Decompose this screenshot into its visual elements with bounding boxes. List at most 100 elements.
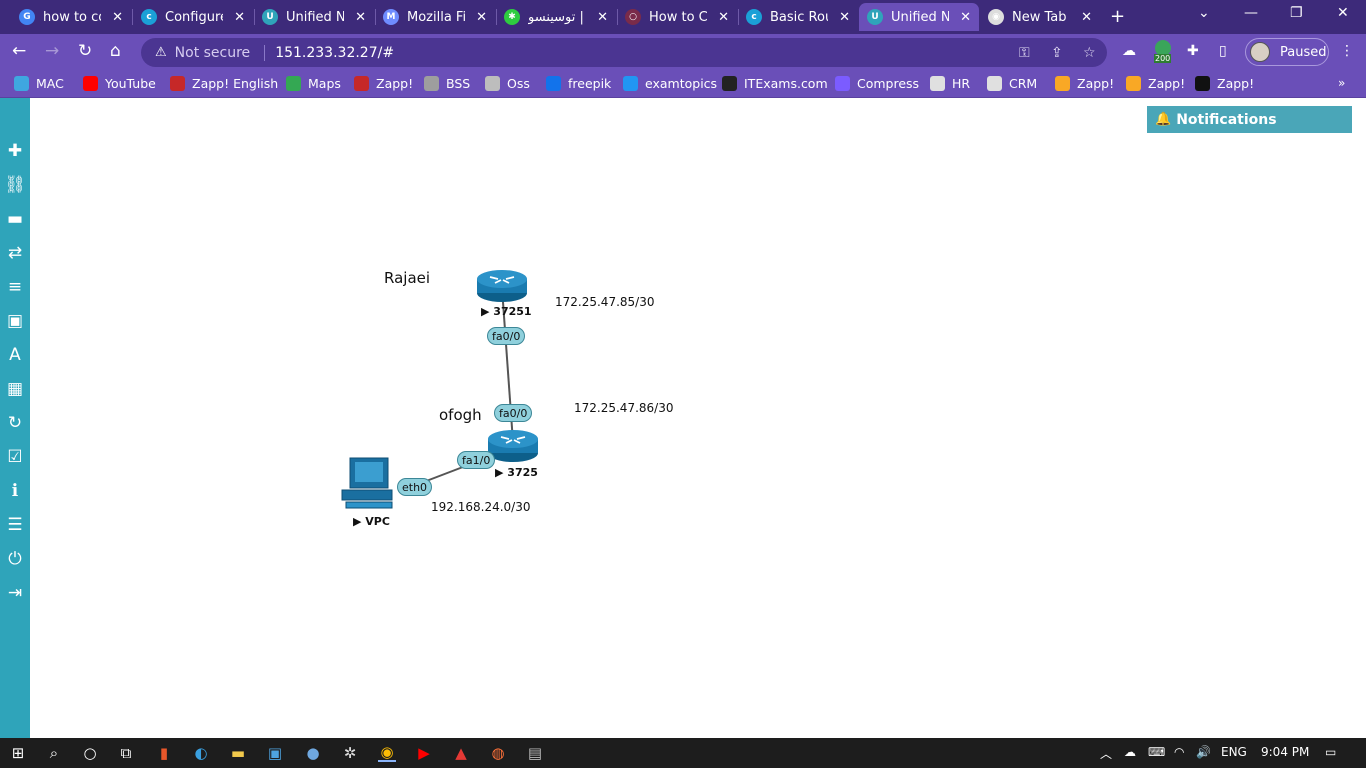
task-view-icon[interactable]: ⧉	[120, 744, 132, 762]
bookmarks-overflow-icon[interactable]: »	[1338, 76, 1346, 90]
star-icon[interactable]: ☆	[1083, 44, 1096, 61]
check-icon[interactable]: ☑	[7, 447, 23, 467]
power-icon[interactable]: ⏻	[8, 549, 22, 569]
edge-icon[interactable]: ◐	[194, 744, 208, 762]
notifications-panel[interactable]: 🔔 Notifications	[1147, 106, 1352, 133]
home-icon[interactable]: ⌂	[110, 41, 121, 61]
tab-9[interactable]: ◉New Tab✕	[980, 3, 1100, 31]
tab-close-icon[interactable]: ✕	[112, 9, 123, 25]
bookmark-15[interactable]: Zapp!	[1126, 76, 1185, 91]
bookmark-6[interactable]: BSS	[424, 76, 470, 91]
interface-r2-fa1-0[interactable]: fa1/0	[457, 451, 496, 469]
terminal-icon[interactable]: ▤	[527, 744, 543, 762]
link-icon[interactable]: ⛓	[4, 175, 26, 195]
log-icon[interactable]: ☰	[7, 515, 23, 535]
bookmark-10[interactable]: ITExams.com	[722, 76, 828, 91]
bookmark-2[interactable]: YouTube	[83, 76, 156, 91]
interface-vpc-eth0[interactable]: eth0	[397, 478, 433, 496]
bookmark-5[interactable]: Zapp!	[354, 76, 413, 91]
settings-app-icon[interactable]: ✲	[343, 744, 357, 762]
router-37251-name[interactable]: ▶ 37251	[481, 305, 532, 318]
tab-close-icon[interactable]: ✕	[355, 9, 366, 25]
remote-desktop-icon[interactable]: ▣	[267, 744, 283, 762]
bookmark-4[interactable]: Maps	[286, 76, 341, 91]
label-rajaei[interactable]: Rajaei	[384, 269, 431, 287]
restore-icon[interactable]: ❐	[1290, 5, 1303, 21]
label-net-172-25-47-85[interactable]: 172.25.47.85/30	[555, 295, 655, 309]
picture-icon[interactable]: ▣	[6, 311, 24, 331]
firefox-icon[interactable]: ◍	[491, 744, 505, 762]
tab-5[interactable]: ✱توسینسو |✕	[496, 3, 616, 31]
tab-close-icon[interactable]: ✕	[234, 9, 245, 25]
logout-icon[interactable]: ⇥	[7, 583, 23, 603]
menu-icon[interactable]: ⋮	[1340, 43, 1354, 59]
profile-button[interactable]: Paused	[1245, 38, 1329, 66]
list-icon[interactable]: ≡	[7, 277, 23, 297]
bookmark-11[interactable]: Compress	[835, 76, 919, 91]
app-icon[interactable]: ●	[306, 744, 320, 762]
input-method-icon[interactable]: ⌨	[1148, 745, 1166, 759]
url-text[interactable]: 151.233.32.27/#	[275, 44, 395, 61]
clock[interactable]: 9:04 PM	[1261, 745, 1310, 759]
onedrive-icon[interactable]: ☁	[1124, 745, 1136, 759]
label-ofogh[interactable]: ofogh	[439, 406, 482, 424]
forward-icon[interactable]: →	[45, 41, 60, 61]
tab-close-icon[interactable]: ✕	[476, 9, 487, 25]
side-panel-icon[interactable]: ▯	[1219, 43, 1227, 59]
info-icon[interactable]: ℹ	[11, 481, 19, 501]
new-tab-button[interactable]: +	[1110, 6, 1126, 27]
bookmark-9[interactable]: examtopics	[623, 76, 717, 91]
address-bar[interactable]: ⚠ Not secure 151.233.32.27/# ⚿ ⇪ ☆	[141, 38, 1107, 67]
tab-close-icon[interactable]: ✕	[1081, 9, 1092, 25]
reload-icon[interactable]: ↻	[78, 41, 93, 61]
network-icon[interactable]: ⇄	[7, 243, 23, 263]
minimize-icon[interactable]: —	[1244, 5, 1258, 21]
router-37251-icon[interactable]	[475, 268, 529, 304]
topology-canvas[interactable]: Rajaei ofogh 172.25.47.85/30 172.25.47.8…	[30, 98, 1366, 738]
extension-badge-icon[interactable]: 200	[1154, 40, 1172, 63]
back-icon[interactable]: ←	[12, 41, 27, 61]
youtube-taskbar-icon[interactable]: ▶	[418, 744, 430, 762]
bookmark-12[interactable]: HR	[930, 76, 970, 91]
search-icon[interactable]: ⌕	[49, 744, 59, 762]
tab-close-icon[interactable]: ✕	[839, 9, 850, 25]
close-window-icon[interactable]: ✕	[1337, 5, 1349, 21]
volume-icon[interactable]: 🔊	[1196, 745, 1211, 759]
tab-close-icon[interactable]: ✕	[960, 9, 971, 25]
vpc-computer-icon[interactable]	[340, 456, 396, 512]
node-icon[interactable]: ▬	[6, 209, 24, 229]
text-icon[interactable]: A	[9, 345, 21, 365]
key-icon[interactable]: ⚿	[1019, 44, 1030, 61]
acrobat-icon[interactable]: ▲	[455, 744, 467, 762]
bookmark-13[interactable]: CRM	[987, 76, 1037, 91]
share-icon[interactable]: ⇪	[1051, 44, 1063, 61]
file-explorer-icon[interactable]: ▬	[230, 744, 246, 762]
refresh-icon[interactable]: ↻	[7, 413, 23, 433]
bookmark-16[interactable]: Zapp!	[1195, 76, 1254, 91]
tab-search-icon[interactable]: ⌄	[1198, 5, 1210, 21]
chrome-taskbar-icon[interactable]: ◉	[378, 743, 396, 762]
language-indicator[interactable]: ENG	[1221, 745, 1247, 759]
action-center-icon[interactable]: ▭	[1325, 745, 1337, 759]
vpc-name[interactable]: ▶ VPC	[353, 515, 390, 528]
windows-start-icon[interactable]: ⊞	[11, 744, 25, 762]
interface-r2-fa0-0[interactable]: fa0/0	[494, 404, 533, 422]
interface-r1-fa0-0[interactable]: fa0/0	[487, 327, 526, 345]
tab-close-icon[interactable]: ✕	[718, 9, 729, 25]
grid-icon[interactable]: ▦	[6, 379, 24, 399]
router-3725-icon[interactable]	[486, 428, 540, 464]
bookmark-7[interactable]: Oss	[485, 76, 530, 91]
add-object-icon[interactable]: ✚	[7, 141, 23, 161]
extensions-puzzle-icon[interactable]: ✚	[1187, 43, 1199, 59]
label-net-192-168-24-0[interactable]: 192.168.24.0/30	[431, 500, 531, 514]
tab-6[interactable]: ○How to Co✕	[617, 3, 737, 31]
tab-close-icon[interactable]: ✕	[597, 9, 608, 25]
extension-cloud-icon[interactable]: ☁	[1122, 43, 1136, 59]
office-icon[interactable]: ▮	[159, 744, 169, 762]
